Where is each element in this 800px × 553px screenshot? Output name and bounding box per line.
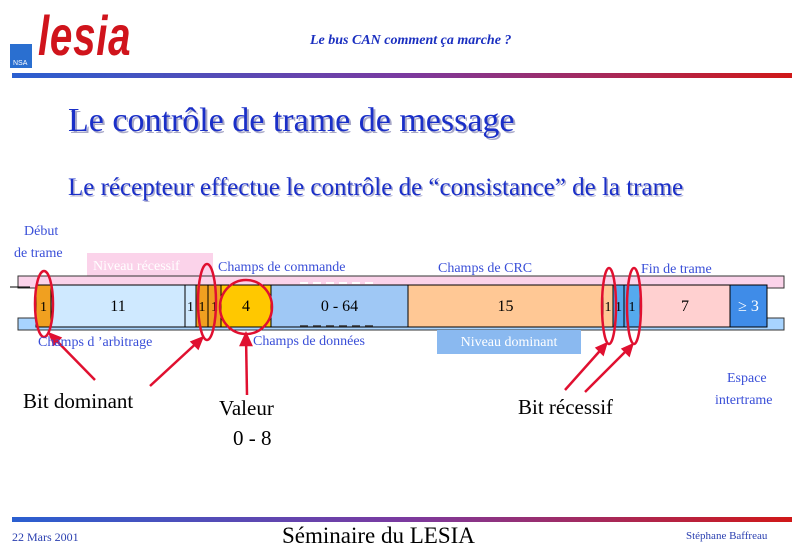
- frame-field-label-0: 1: [40, 300, 47, 315]
- slide-title: Le contrôle de trame de message: [68, 102, 515, 139]
- ellipse-ack-bits: [625, 266, 643, 346]
- frame-field-label-12: ≥ 3: [738, 298, 759, 315]
- header-title: Le bus CAN comment ça marche ?: [310, 33, 512, 48]
- frame-field-label-10: 1: [629, 300, 636, 315]
- frame-field-label-2: 1: [187, 300, 194, 315]
- ellipse-recessive-bits: [196, 262, 218, 342]
- label-champs-arbitrage: Champs d ’arbitrage: [38, 335, 153, 350]
- label-bit-dominant: Bit dominant: [23, 389, 134, 413]
- arrow-bit-dominant-b: [149, 337, 203, 387]
- label-valeur-range: 0 - 8: [233, 426, 272, 450]
- ellipse-start-bit: [33, 269, 55, 339]
- label-champs-crc: Champs de CRC: [438, 261, 533, 276]
- frame-field-label-4: 1: [211, 300, 218, 315]
- arrow-bit-recessif-b: [584, 344, 633, 393]
- slide-subtitle: Le récepteur effectue le contrôle de “co…: [68, 174, 684, 201]
- logo-box: [10, 44, 32, 68]
- label-debut: Début: [24, 224, 59, 239]
- frame-field-label-6: 0 - 64: [321, 298, 358, 315]
- label-niveau-dominant: Niveau dominant: [437, 330, 581, 354]
- frame-field-12: [729, 284, 768, 328]
- frame-field-7: [407, 284, 604, 328]
- label-intertrame: intertrame: [715, 393, 773, 408]
- frame-field-label-3: 1: [199, 300, 206, 315]
- frame-field-label-11: 7: [681, 298, 689, 315]
- frame-field-label-5: 4: [242, 298, 250, 315]
- top-rule: [12, 73, 792, 78]
- frame-field-1: [50, 284, 186, 328]
- frame-field-label-8: 1: [605, 300, 612, 315]
- label-bit-recessif: Bit récessif: [518, 395, 614, 419]
- footer-author: Stéphane Baffreau: [686, 530, 768, 542]
- frame-field-label-9: 1: [615, 300, 622, 315]
- label-champs-commande: Champs de commande: [218, 260, 346, 275]
- footer-seminar: Séminaire du LESIA: [282, 523, 475, 548]
- frame-field-label-7: 15: [498, 298, 514, 315]
- logo-subtext: NSA: [13, 60, 28, 67]
- footer-date: 22 Mars 2001: [12, 530, 79, 544]
- label-espace: Espace: [727, 371, 767, 386]
- frame-field-11: [639, 284, 731, 328]
- label-fin-trame: Fin de trame: [641, 262, 712, 277]
- frame-field-label-1: 11: [110, 298, 125, 315]
- label-de-trame: de trame: [14, 246, 63, 261]
- label-niveau-recessif: Niveau récessif: [87, 253, 213, 277]
- label-champs-donnees: Champs de données: [253, 334, 365, 349]
- lesia-logo: lesia: [38, 4, 132, 67]
- label-valeur: Valeur: [219, 396, 274, 420]
- bottom-rule: [12, 517, 792, 522]
- ellipse-crc-delim: [600, 266, 618, 346]
